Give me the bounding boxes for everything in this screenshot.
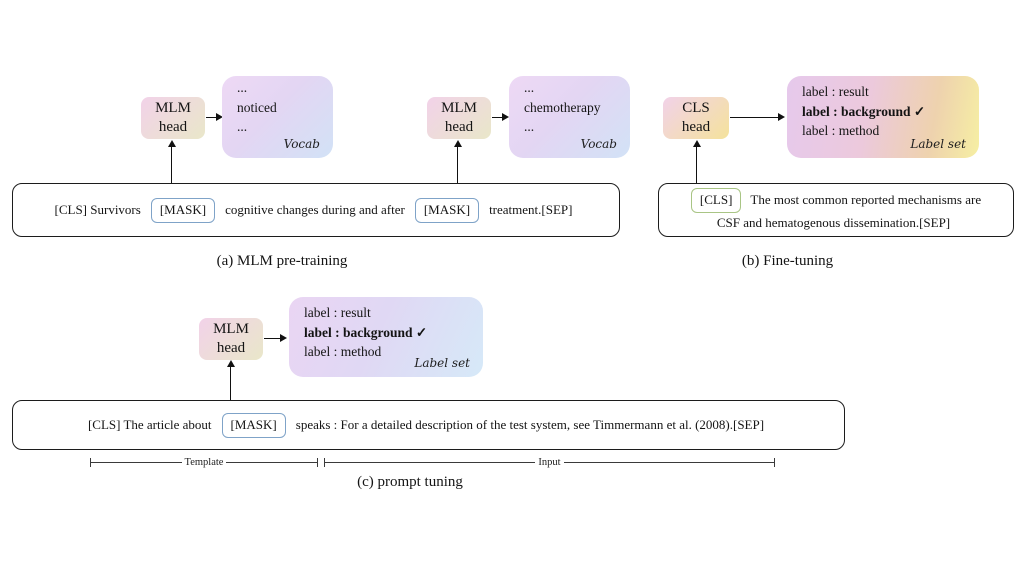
arrow-up-icon bbox=[168, 140, 176, 147]
mask-token-chip: [MASK] bbox=[221, 412, 286, 438]
mlm-head-label: head bbox=[158, 119, 188, 135]
arrow-line bbox=[171, 146, 173, 193]
vocab-line: ... bbox=[524, 119, 535, 134]
label-option-selected: label : background ✓ bbox=[304, 324, 428, 340]
input-bracket: Input bbox=[324, 456, 776, 469]
sentence-text: CSF and hematogenous dissemination.[SEP] bbox=[716, 214, 951, 230]
cls-head-box: CLS head bbox=[663, 97, 729, 139]
label-option: label : method bbox=[802, 123, 880, 138]
vocab-line: ... bbox=[524, 80, 535, 95]
arrow-right-icon bbox=[778, 113, 785, 121]
vocab-box-a2: ... chemotherapy ... Vocab bbox=[509, 76, 630, 158]
arrow-right-icon bbox=[502, 113, 509, 121]
sentence-text: speaks : For a detailed description of t… bbox=[295, 417, 765, 432]
arrow-up-icon bbox=[693, 140, 701, 147]
label-option: label : method bbox=[304, 344, 382, 359]
arrow-up-icon bbox=[227, 360, 235, 367]
arrow-line bbox=[264, 338, 281, 340]
mlm-head-box-a1: MLM head bbox=[141, 97, 205, 139]
bracket-tick bbox=[316, 458, 319, 467]
input-label: Input bbox=[538, 457, 561, 468]
label-option: label : result bbox=[802, 84, 869, 99]
sentence-box-a: [CLS] Survivors [MASK] cognitive changes… bbox=[12, 183, 620, 237]
label-option-selected: label : background ✓ bbox=[802, 103, 926, 119]
cls-head-label: CLS bbox=[682, 100, 710, 116]
mlm-head-label: head bbox=[216, 340, 246, 356]
template-label: Template bbox=[184, 457, 224, 468]
sentence-text: The most common reported mechanisms are bbox=[750, 192, 982, 207]
vocab-line: noticed bbox=[237, 99, 277, 115]
vocab-tag: Vocab bbox=[283, 136, 320, 151]
label-option: label : result bbox=[304, 305, 371, 320]
arrow-up-icon bbox=[454, 140, 462, 147]
label-set-box-b: label : result label : background ✓ labe… bbox=[787, 76, 979, 158]
sentence-text: [CLS] The article about bbox=[87, 417, 212, 432]
bracket-line bbox=[563, 461, 774, 464]
cls-head-label: head bbox=[681, 119, 711, 135]
label-set-tag: Label set bbox=[910, 136, 966, 151]
arrow-right-icon bbox=[216, 113, 223, 121]
arrow-line bbox=[730, 117, 779, 119]
mlm-head-label: head bbox=[444, 119, 474, 135]
arrow-line bbox=[230, 366, 232, 411]
bracket-line bbox=[226, 461, 317, 464]
cls-token-chip: [CLS] bbox=[690, 187, 742, 213]
sentence-box-c: [CLS] The article about [MASK] speaks : … bbox=[12, 400, 845, 450]
mlm-head-label: MLM bbox=[213, 321, 249, 337]
mlm-head-label: MLM bbox=[441, 100, 477, 116]
arrow-line bbox=[696, 146, 698, 191]
bracket-tick bbox=[324, 458, 326, 467]
bracket-tick bbox=[773, 458, 776, 467]
vocab-line: ... bbox=[237, 119, 248, 134]
label-set-tag: Label set bbox=[414, 355, 470, 370]
mask-token-chip: [MASK] bbox=[414, 197, 480, 223]
bracket-tick bbox=[90, 458, 92, 467]
sentence-box-b: [CLS] The most common reported mechanism… bbox=[658, 183, 1014, 237]
vocab-line: chemotherapy bbox=[524, 99, 601, 115]
vocab-tag: Vocab bbox=[580, 136, 617, 151]
sentence-text: cognitive changes during and after bbox=[225, 202, 405, 217]
arrow-line bbox=[457, 146, 459, 193]
mlm-head-box-c: MLM head bbox=[199, 318, 263, 360]
caption-a: (a) MLM pre-training bbox=[216, 253, 348, 269]
arrow-right-icon bbox=[280, 334, 287, 342]
arrow-line bbox=[206, 117, 217, 119]
arrow-line bbox=[492, 117, 503, 119]
mlm-head-box-a2: MLM head bbox=[427, 97, 491, 139]
template-bracket: Template bbox=[90, 456, 319, 469]
bracket-line bbox=[325, 461, 536, 464]
label-set-box-c: label : result label : background ✓ labe… bbox=[289, 297, 483, 377]
caption-b: (b) Fine-tuning bbox=[741, 253, 834, 269]
sentence-text: [CLS] Survivors bbox=[54, 202, 141, 217]
sentence-text: treatment.[SEP] bbox=[489, 202, 573, 217]
mlm-head-label: MLM bbox=[155, 100, 191, 116]
mask-token-chip: [MASK] bbox=[150, 197, 216, 223]
bracket-line bbox=[91, 461, 182, 464]
vocab-box-a1: ... noticed ... Vocab bbox=[222, 76, 333, 158]
caption-c: (c) prompt tuning bbox=[357, 474, 463, 490]
vocab-line: ... bbox=[237, 80, 248, 95]
